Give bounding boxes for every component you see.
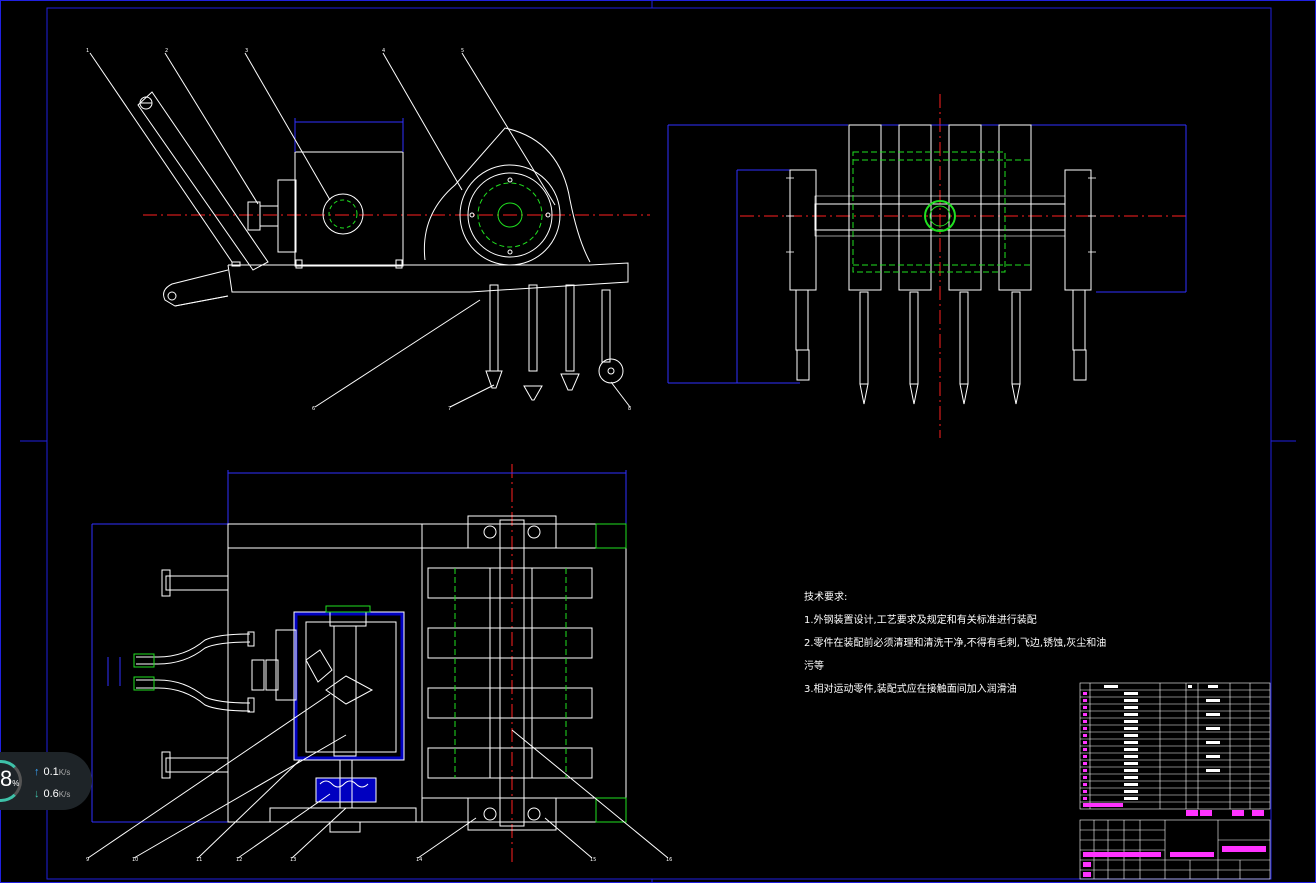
balloon-6: 6: [312, 406, 315, 412]
balloon-9: 9: [86, 857, 89, 863]
notes-title: 技术要求:: [804, 592, 848, 603]
top-view: [87, 464, 669, 866]
balloon-labels: 1 2 3 4 5 6 7 8 9 10 11 12 13 14 15 16: [86, 48, 672, 863]
balloon-7: 7: [448, 406, 451, 412]
technical-requirements: 技术要求: 1.外钢装置设计,工艺要求及规定和有关标准进行装配 2.零件在装配前…: [804, 586, 1106, 701]
front-view: [89, 52, 650, 408]
balloon-4: 4: [382, 48, 385, 54]
balloon-1: 1: [86, 48, 89, 54]
download-arrow-icon: ↓: [34, 788, 40, 800]
balloon-16: 16: [666, 857, 672, 863]
note-line-2: 2.零件在装配前必须清理和清洗干净,不得有毛刺,飞边,锈蚀,灰尘和油: [804, 638, 1107, 649]
balloon-5: 5: [461, 48, 464, 54]
balloon-13: 13: [290, 857, 296, 863]
parts-list: [1079, 682, 1271, 880]
table-text-marks: [1104, 685, 1220, 800]
balloon-14: 14: [416, 857, 422, 863]
side-view: [667, 94, 1187, 438]
network-speed-widget[interactable]: 8% ↑0.1K/s ↓0.6K/s: [0, 752, 92, 810]
upload-speed: ↑0.1K/s: [34, 766, 71, 778]
upload-arrow-icon: ↑: [34, 766, 40, 778]
balloon-2: 2: [165, 48, 168, 54]
table-marks: [1083, 692, 1266, 877]
download-speed: ↓0.6K/s: [34, 788, 71, 800]
balloon-15: 15: [590, 857, 596, 863]
balloon-3: 3: [245, 48, 248, 54]
note-line-4: 3.相对运动零件,装配式应在接触面间加入润滑油: [804, 684, 1017, 695]
note-line-3: 污等: [804, 661, 824, 672]
note-line-1: 1.外钢装置设计,工艺要求及规定和有关标准进行装配: [804, 615, 1037, 626]
balloon-10: 10: [132, 857, 138, 863]
balloon-11: 11: [196, 857, 202, 863]
cpu-percent: 8%: [0, 766, 20, 791]
balloon-8: 8: [628, 406, 631, 412]
balloon-12: 12: [236, 857, 242, 863]
